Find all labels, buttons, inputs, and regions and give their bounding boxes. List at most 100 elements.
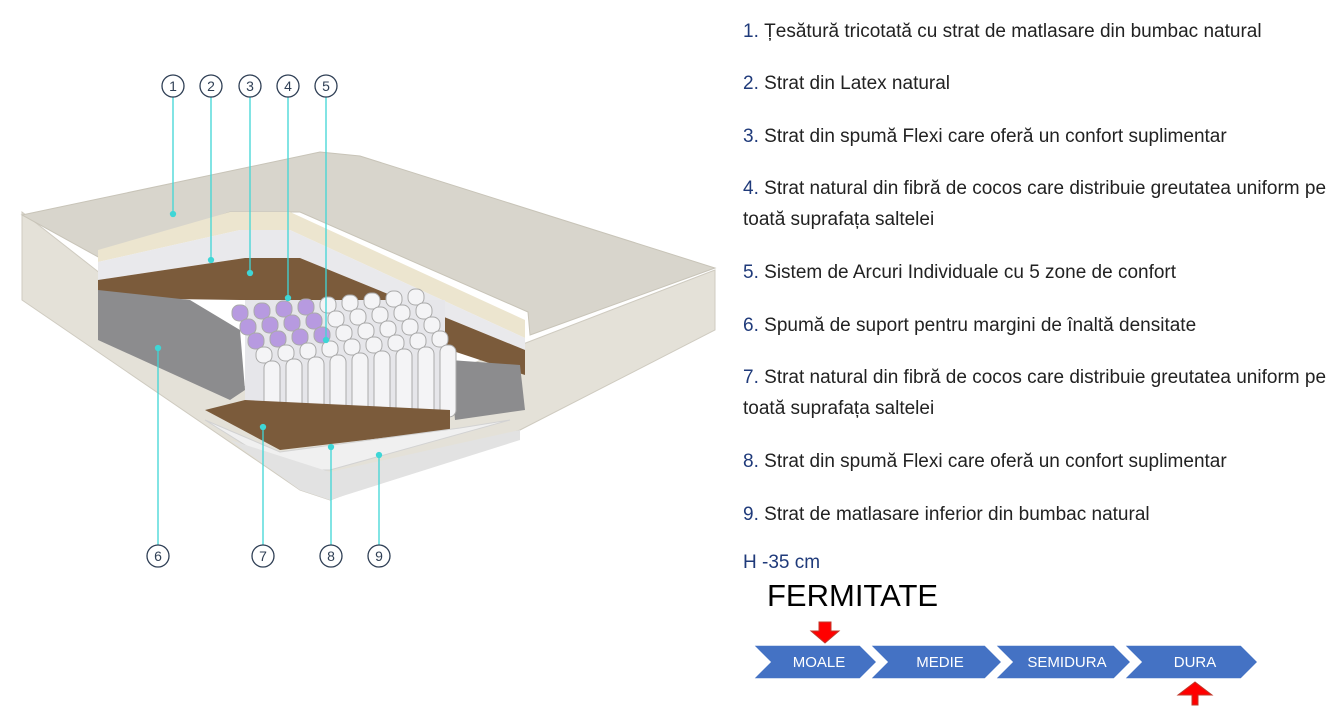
callout-7: 7 [251, 423, 275, 568]
layer-number: 1. [743, 21, 759, 42]
spring [291, 328, 309, 346]
spring [321, 340, 339, 358]
callout-number: 8 [327, 548, 335, 564]
spring [275, 300, 293, 318]
layer-text: Strat din spumă Flexi care oferă un conf… [764, 451, 1227, 472]
spring [439, 344, 457, 418]
callout-4: 4 [276, 74, 300, 302]
layer-text: Sistem de Arcuri Individuale cu 5 zone d… [764, 262, 1177, 283]
spring [363, 292, 381, 310]
spring [335, 324, 353, 342]
spring [409, 332, 427, 350]
layer-number: 4. [743, 178, 759, 199]
layer-coir-top [98, 258, 525, 375]
callout-8: 8 [319, 443, 343, 568]
mattress-cutaway-diagram: 1 2 3 4 5 6 7 8 9 [20, 74, 717, 568]
layer-latex [98, 212, 525, 338]
callout-number: 6 [154, 548, 162, 564]
spring [231, 304, 249, 322]
firmness-scale: MOALE MEDIE SEMIDURA DURA [751, 621, 1260, 706]
spring [269, 330, 287, 348]
callout-number: 4 [284, 78, 292, 94]
spring [277, 344, 295, 362]
callout-2: 2 [199, 74, 223, 264]
spring [385, 290, 403, 308]
spring [423, 316, 441, 334]
callout-number: 7 [259, 548, 267, 564]
spring [343, 338, 361, 356]
spring [387, 334, 405, 352]
spring [417, 346, 435, 420]
layer-item-8: 8. Strat din spumă Flexi care oferă un c… [743, 446, 1328, 477]
firmness-level-dura: DURA [1122, 644, 1260, 680]
layer-number: 9. [743, 504, 759, 525]
callout-number: 2 [207, 78, 215, 94]
callout-number: 9 [375, 548, 383, 564]
layer-text: Strat natural din fibră de cocos care di… [743, 367, 1327, 419]
layer-item-5: 5. Sistem de Arcuri Individuale cu 5 zon… [743, 257, 1328, 288]
spring [341, 294, 359, 312]
spring [261, 316, 279, 334]
spring [393, 304, 411, 322]
layer-number: 2. [743, 73, 759, 94]
layer-number: 7. [743, 367, 759, 388]
layer-number: 8. [743, 451, 759, 472]
layer-text: Strat din Latex natural [764, 73, 951, 94]
layer-text: Țesătură tricotată cu strat de matlasare… [764, 21, 1262, 42]
firmness-marker-top-arrow [809, 621, 841, 644]
spring [349, 308, 367, 326]
layer-text: Strat din spumă Flexi care oferă un conf… [764, 126, 1227, 147]
callout-5: 5 [314, 74, 338, 344]
callout-9: 9 [367, 451, 391, 568]
spring [253, 302, 271, 320]
spring [401, 318, 419, 336]
firmness-level-label: MOALE [793, 654, 846, 671]
layer-coir-bottom [205, 400, 450, 450]
callout-number: 3 [246, 78, 254, 94]
firmness-level-medie: MEDIE [868, 644, 1004, 680]
spring [379, 320, 397, 338]
spring [371, 306, 389, 324]
layer-item-7: 7. Strat natural din fibră de cocos care… [743, 362, 1328, 424]
spring [239, 318, 257, 336]
callout-1: 1 [161, 74, 185, 218]
callout-number: 5 [322, 78, 330, 94]
callout-6: 6 [146, 344, 170, 568]
layer-item-6: 6. Spumă de suport pentru margini de îna… [743, 310, 1328, 341]
layer-item-2: 2. Strat din Latex natural [743, 68, 1328, 99]
firmness-level-label: MEDIE [916, 654, 964, 671]
callout-number: 1 [169, 78, 177, 94]
spring [247, 332, 265, 350]
layer-item-1: 1. Țesătură tricotată cu strat de matlas… [743, 16, 1328, 47]
spring [297, 298, 315, 316]
firmness-marker-bottom-arrow [1176, 681, 1214, 706]
layer-text: Strat natural din fibră de cocos care di… [743, 178, 1327, 230]
spring [365, 336, 383, 354]
spring [319, 296, 337, 314]
spring [255, 346, 273, 364]
spring [415, 302, 433, 320]
layer-item-4: 4. Strat natural din fibră de cocos care… [743, 173, 1328, 235]
mattress-height: H -35 cm [743, 552, 821, 573]
spring [283, 314, 301, 332]
spring [357, 322, 375, 340]
layer-number: 5. [743, 262, 759, 283]
firmness-level-moale: MOALE [751, 644, 879, 680]
layer-number: 3. [743, 126, 759, 147]
layer-text: Strat de matlasare inferior din bumbac n… [764, 504, 1150, 525]
edge-foam-right [450, 360, 525, 420]
layer-item-3: 3. Strat din spumă Flexi care oferă un c… [743, 121, 1328, 152]
spring [407, 288, 425, 306]
layer-text: Spumă de suport pentru margini de înaltă… [764, 315, 1197, 336]
firmness-level-semidura: SEMIDURA [993, 644, 1133, 680]
spring [431, 330, 449, 348]
edge-foam-left [98, 290, 245, 400]
spring [299, 342, 317, 360]
firmness-level-label: SEMIDURA [1027, 654, 1106, 671]
layer-item-9: 9. Strat de matlasare inferior din bumba… [743, 499, 1328, 530]
layer-number: 6. [743, 315, 759, 336]
firmness-level-label: DURA [1174, 654, 1217, 671]
layer-flexi-top [98, 230, 525, 350]
layer-quilt-bottom [230, 430, 520, 500]
spring [327, 310, 345, 328]
